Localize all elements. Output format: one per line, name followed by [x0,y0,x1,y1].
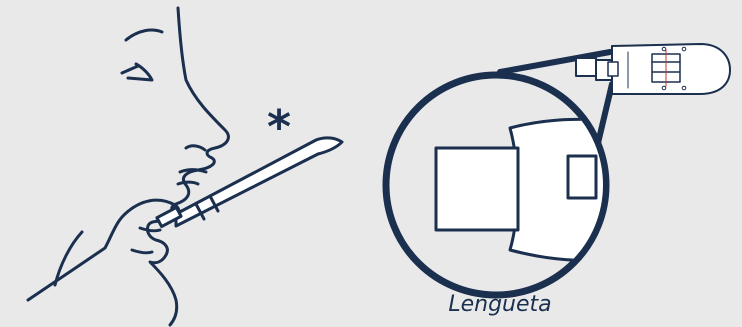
swab-band [194,194,220,221]
eyebrow [124,28,164,42]
eye [120,62,154,82]
tab-caption: Lengüeta [448,292,552,317]
swab-tab [155,205,183,229]
device-tab [575,57,597,77]
zoomed-tab [434,146,520,232]
marker-dot [661,85,667,91]
device-window [607,61,619,77]
marker-dot [681,46,687,52]
marker-dot [661,46,667,52]
nostril [184,144,207,152]
marker-dot [681,85,687,91]
mouth [176,168,208,186]
finger-line [130,226,162,255]
face-profile [170,6,230,214]
zoomed-window [566,154,598,200]
wrist [53,230,84,287]
hand [26,198,181,327]
swab-stick [174,136,344,228]
zoom-line-top [497,49,613,75]
asterisk-marker: * [267,100,292,154]
